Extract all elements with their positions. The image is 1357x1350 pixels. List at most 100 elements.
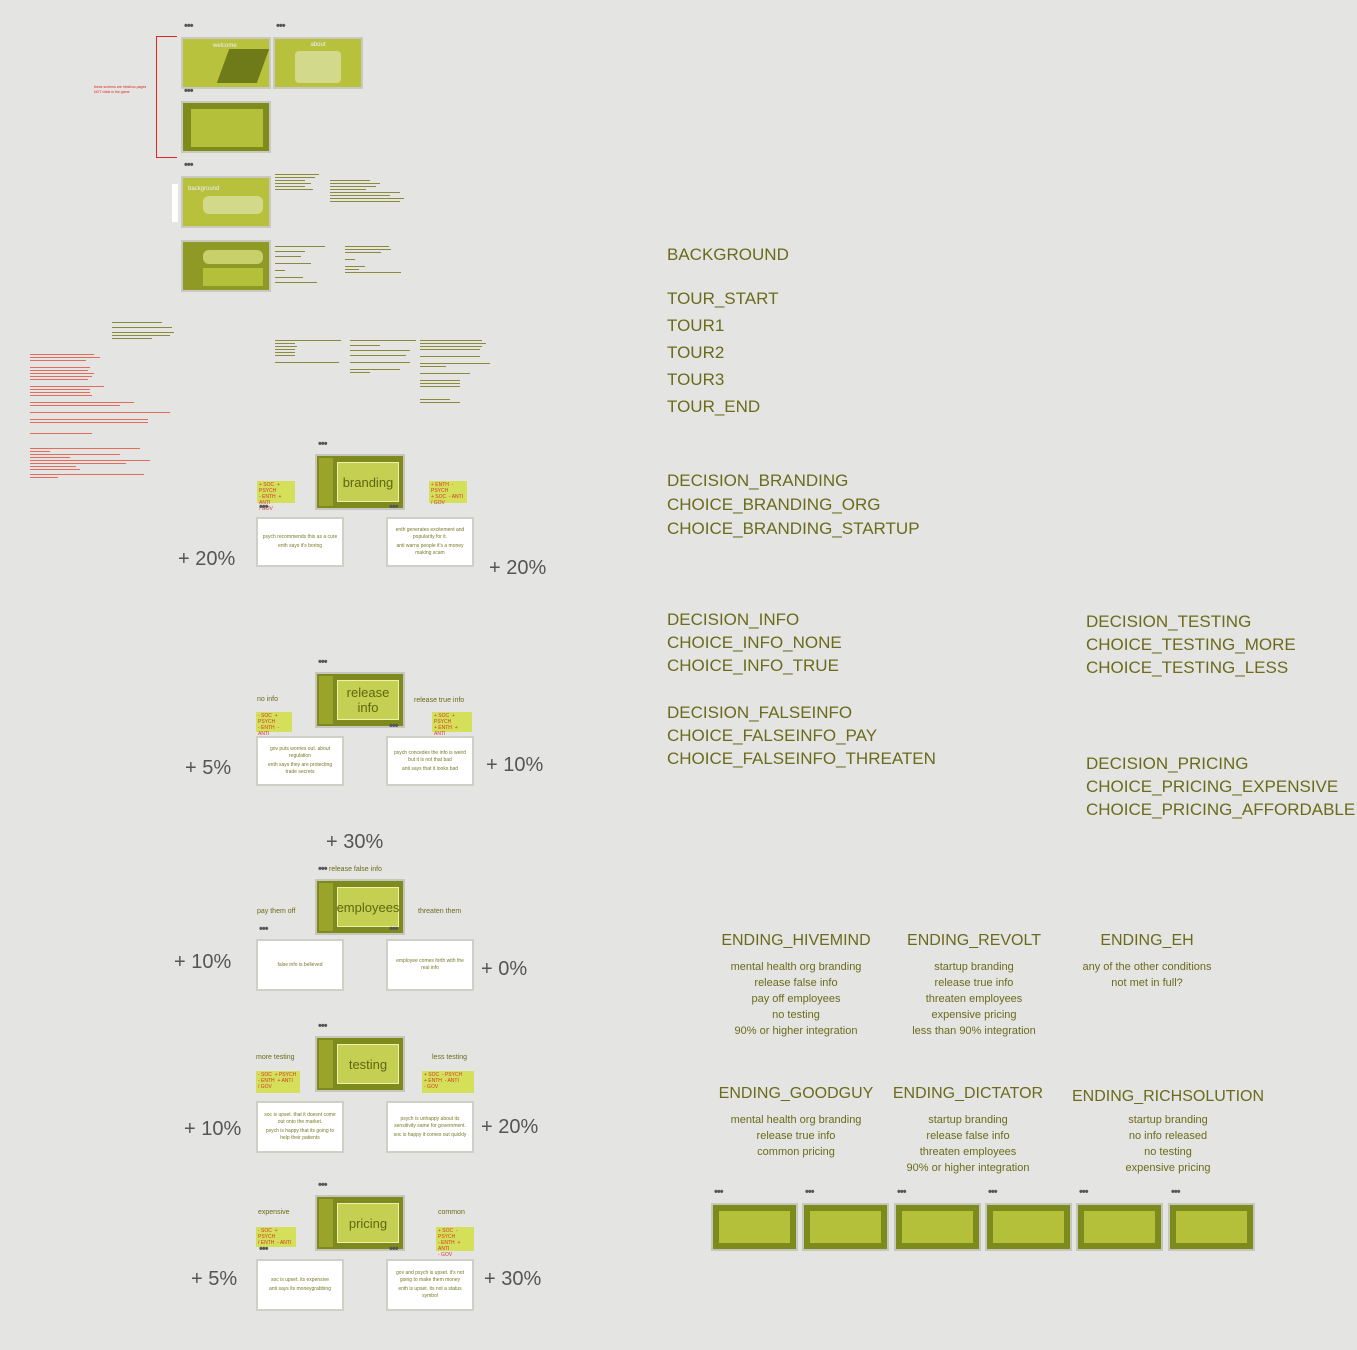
card-line: soc is upset. its expensive: [270, 1277, 330, 1283]
more-icon[interactable]: •••: [389, 1243, 399, 1255]
welcome-thumbnail[interactable]: welcome: [181, 37, 271, 89]
choice-card-right[interactable]: employee comes forth with the real info: [386, 939, 474, 991]
state-label: DECISION_PRICING: [1086, 754, 1249, 773]
choice-card-left[interactable]: soc is upset. its expensive anti says it…: [256, 1259, 344, 1311]
screen-title: testing: [337, 1044, 399, 1084]
ending-thumbnail[interactable]: [1076, 1203, 1163, 1251]
card-line: anti says its moneygrabbing: [269, 1286, 331, 1292]
state-label: CHOICE_TESTING_LESS: [1086, 658, 1289, 677]
state-label: TOUR1: [667, 316, 725, 335]
more-icon[interactable]: •••: [184, 20, 194, 32]
more-icon[interactable]: •••: [389, 501, 399, 513]
ending-thumbnail[interactable]: [894, 1203, 981, 1251]
state-label: CHOICE_INFO_NONE: [667, 633, 842, 652]
ending-name: ENDING_HIVEMIND: [721, 932, 871, 949]
notes-block: [275, 244, 335, 324]
thumb-shape: [216, 49, 270, 83]
more-icon[interactable]: •••: [805, 1186, 815, 1198]
more-icon[interactable]: •••: [318, 1179, 328, 1191]
state-label: CHOICE_PRICING_EXPENSIVE: [1086, 777, 1339, 796]
testing-screen[interactable]: testing: [315, 1036, 405, 1092]
choice-card-right[interactable]: gov and psych is upset. it's not going t…: [386, 1259, 474, 1311]
more-icon[interactable]: •••: [184, 159, 194, 171]
about-thumbnail[interactable]: about: [273, 37, 363, 89]
card-line: gov and psych is upset. it's not going t…: [396, 1270, 464, 1283]
card-line: false info is believed: [277, 961, 323, 968]
testing-states: DECISION_TESTING CHOICE_TESTING_MORE CHO…: [1086, 610, 1296, 679]
state-label: CHOICE_TESTING_MORE: [1086, 635, 1296, 654]
choice-card-right[interactable]: enth generates excitement and popularity…: [386, 517, 474, 567]
more-icon[interactable]: •••: [276, 20, 286, 32]
ending-thumbnail[interactable]: [1168, 1203, 1255, 1251]
card-line: enth says it's boring: [277, 543, 323, 549]
option-label: expensive: [258, 1209, 290, 1216]
choice-card-left[interactable]: psych recommends this as a cure enth say…: [256, 517, 344, 567]
more-icon[interactable]: •••: [389, 720, 399, 732]
more-icon[interactable]: •••: [318, 863, 328, 875]
employees-screen[interactable]: employees: [315, 879, 405, 935]
state-label: DECISION_TESTING: [1086, 612, 1252, 631]
more-icon[interactable]: •••: [318, 438, 328, 450]
state-label: CHOICE_PRICING_AFFORDABLE: [1086, 800, 1356, 819]
sticky-note: + ENTH - PSYCH+ SOC - ANTI/ GOV: [429, 481, 467, 506]
card-line: employee comes forth with the real info: [396, 958, 464, 971]
more-icon[interactable]: •••: [897, 1186, 907, 1198]
percent-label: + 30%: [484, 1268, 542, 1290]
more-icon[interactable]: •••: [259, 923, 269, 935]
more-icon[interactable]: •••: [389, 923, 399, 935]
ending-name: ENDING_RICHSOLUTION: [1071, 1088, 1265, 1105]
ending-conditions: mental health org branding release true …: [700, 1112, 892, 1160]
more-icon[interactable]: •••: [259, 1243, 269, 1255]
more-icon[interactable]: •••: [988, 1186, 998, 1198]
ending-thumbnail[interactable]: [711, 1203, 798, 1251]
state-label: TOUR2: [667, 343, 725, 362]
percent-label: + 20%: [178, 548, 236, 570]
background-thumbnail[interactable]: background: [181, 176, 271, 228]
screen-title: branding: [337, 462, 399, 502]
pricing-screen[interactable]: pricing: [315, 1195, 405, 1251]
condition: release true info: [934, 977, 1014, 989]
choice-card-left[interactable]: soc is upset. that it doesnt come out on…: [256, 1101, 344, 1153]
choice-card-right[interactable]: psych is unhappy about its sensitivity s…: [386, 1101, 474, 1153]
more-icon[interactable]: •••: [318, 656, 328, 668]
choice-card-left[interactable]: gov puts worries out. about regulation e…: [256, 736, 344, 786]
choice-card-left[interactable]: false info is believed: [256, 939, 344, 991]
sticky-note: + SOC + PSYCH+ ENTH + ANTI: [432, 712, 472, 737]
ending-conditions: startup branding release false info thre…: [872, 1112, 1064, 1176]
background-2-thumbnail[interactable]: [181, 240, 271, 292]
condition: 90% or higher integration: [906, 1162, 1030, 1174]
more-icon[interactable]: •••: [714, 1186, 724, 1198]
red-bracket: [156, 36, 177, 158]
sticky-note: + SOC - PSYCH- ENTH + ANTI- GOV: [436, 1227, 474, 1258]
red-notes-block: [30, 352, 180, 528]
percent-label: + 10%: [486, 754, 544, 776]
percent-label: + 30%: [326, 831, 384, 853]
option-label: less testing: [432, 1054, 468, 1061]
sticky-note: - SOC + PSYCH- ENTH - ANTI: [256, 712, 292, 737]
more-icon[interactable]: •••: [259, 501, 269, 513]
screen-title: release info: [337, 680, 399, 720]
red-note: these screens are html/css pages NOT vit…: [94, 85, 147, 94]
branding-screen[interactable]: branding: [315, 454, 405, 510]
card-line: anti warns people it's a money making sc…: [396, 543, 464, 556]
sticky-note: - SOC + PSYCH- ENTH + ANTI/ GOV: [256, 1071, 300, 1093]
more-icon[interactable]: •••: [184, 85, 194, 97]
condition: threaten employees: [925, 993, 1023, 1005]
state-label: CHOICE_FALSEINFO_THREATEN: [667, 749, 936, 768]
condition: no info released: [1128, 1130, 1208, 1142]
tour-states: TOUR_START TOUR1 TOUR2 TOUR3 TOUR_END: [667, 285, 778, 420]
card-line: enth generates excitement and popularity…: [395, 527, 465, 540]
thumb-panel: [295, 51, 341, 83]
more-icon[interactable]: •••: [318, 1020, 328, 1032]
ending-thumbnail[interactable]: [985, 1203, 1072, 1251]
background-label: background: [188, 186, 220, 192]
release-info-screen[interactable]: release info: [315, 672, 405, 728]
condition: expensive pricing: [931, 1009, 1017, 1021]
more-icon[interactable]: •••: [1171, 1186, 1181, 1198]
pricing-states: DECISION_PRICING CHOICE_PRICING_EXPENSIV…: [1086, 752, 1355, 821]
more-icon[interactable]: •••: [1079, 1186, 1089, 1198]
choice-card-right[interactable]: psych concedes the info is weird but it …: [386, 736, 474, 786]
option-label: common: [438, 1209, 465, 1216]
ending-thumbnail[interactable]: [802, 1203, 889, 1251]
screen-thumbnail[interactable]: [181, 101, 271, 153]
